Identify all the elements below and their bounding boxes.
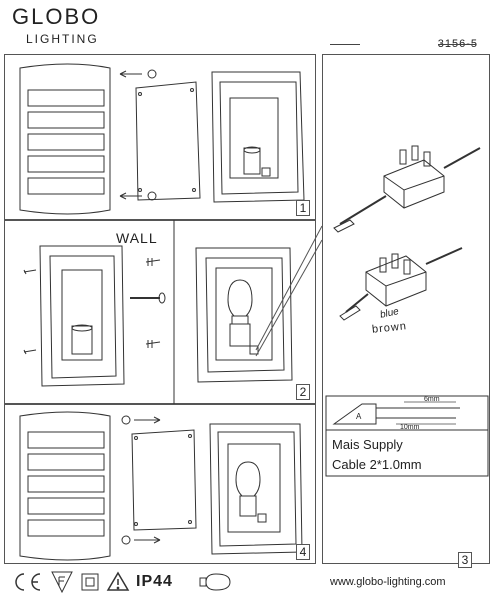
header-rule: [330, 44, 360, 45]
housing-drawing-4: [209, 423, 303, 555]
wall-plate-drawing: [39, 245, 125, 387]
step-number-2: 2: [296, 384, 310, 400]
supply-line-2: Cable 2*1.0mm: [332, 457, 422, 472]
glass-plate-drawing-4: [131, 429, 197, 531]
louver-cover-drawing: [19, 63, 111, 215]
step4-panel: [4, 404, 316, 564]
screw-icon-4: [121, 415, 131, 545]
screw-icon: [147, 69, 157, 201]
supply-line-1: Mais Supply: [332, 437, 403, 452]
supply-box: [325, 429, 489, 477]
glass-plate-drawing: [135, 81, 201, 201]
bulb-icon: [199, 573, 231, 591]
class-ii-icon: [81, 573, 99, 591]
housing-drawing-1: [211, 71, 305, 203]
ce-mark-icon: [15, 573, 41, 591]
dim-10mm-label: 10mm: [400, 424, 420, 431]
cable-entry-drawing: [130, 292, 166, 304]
header-rule-right: [438, 44, 476, 45]
terminal-block-drawing-2: [339, 247, 463, 321]
housing-drawing-2: [195, 247, 293, 383]
step2-panel: [4, 220, 316, 404]
arrow-icon: [119, 70, 142, 200]
brand-logo: GLOBO: [12, 4, 101, 29]
ip-rating: IP44: [136, 573, 173, 590]
website-link[interactable]: www.globo-lighting.com: [330, 576, 446, 588]
f-mark-icon: [51, 571, 73, 594]
wall-screw-icon: [23, 258, 161, 355]
dim-6mm-label: 6mm: [424, 396, 440, 403]
step-number-4: 4: [296, 544, 310, 560]
brand-sub: LIGHTING: [26, 32, 99, 46]
step-number-1: 1: [296, 200, 310, 216]
terminal-block-drawing-1: [333, 145, 481, 233]
dim-a-label: A: [356, 412, 362, 421]
step-number-3: 3: [458, 552, 472, 568]
step3-panel: [322, 54, 490, 564]
arrow-icon-4: [134, 416, 161, 544]
louver-cover-drawing-4: [19, 411, 111, 561]
wall-label: WALL: [116, 230, 158, 246]
step1-panel: [4, 54, 316, 220]
warning-icon: [106, 571, 130, 591]
